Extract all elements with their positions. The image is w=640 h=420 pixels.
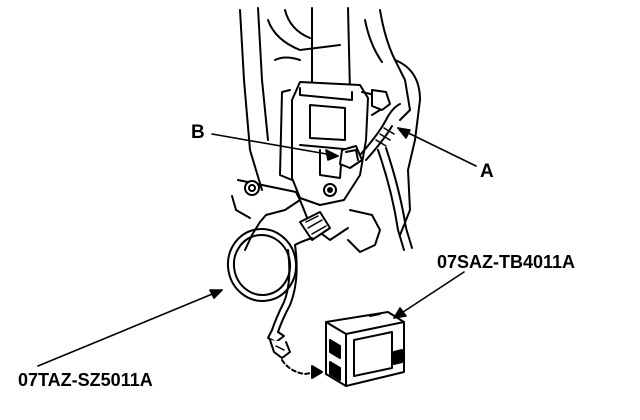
harness-loop [226, 228, 313, 359]
seat-belt-webbing [311, 7, 351, 93]
callout-module-part-number: 07SAZ-TB4011A [437, 252, 576, 272]
callout-a: A [480, 161, 494, 182]
leader-lines [37, 127, 477, 367]
pillar-trim-outline [239, 7, 421, 236]
connection-arrow [281, 359, 323, 379]
callout-harness-part-number: 07TAZ-SZ5011A [18, 370, 153, 390]
lower-bracket [231, 179, 381, 253]
leader-harness [37, 289, 223, 367]
leader-a [397, 127, 477, 167]
leader-b [211, 133, 339, 161]
harness-connector [299, 211, 331, 241]
control-module [325, 311, 405, 387]
connector-b [339, 145, 363, 169]
retractor-bracket [279, 81, 391, 206]
callout-b: B [191, 122, 205, 143]
leader-module [393, 271, 465, 319]
harness-a [359, 103, 413, 251]
